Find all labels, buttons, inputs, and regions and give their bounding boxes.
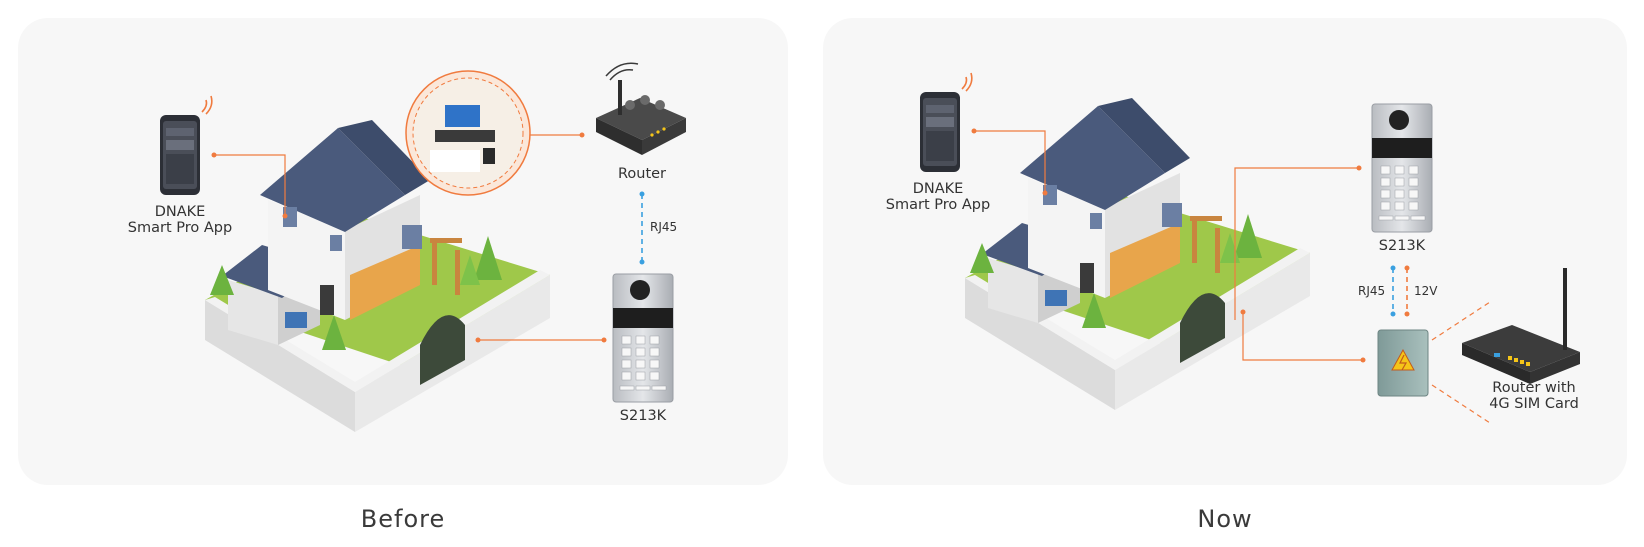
app-label-now-line2: Smart Pro App — [885, 197, 991, 213]
rj45-label-before: RJ45 — [650, 220, 678, 234]
phone-before — [160, 95, 213, 195]
app-label-before-line2: Smart Pro App — [127, 220, 233, 236]
router-label-before: Router — [617, 166, 667, 182]
house-before — [205, 120, 550, 432]
app-label-before-line1: DNAKE — [154, 204, 206, 220]
power-box-now — [1377, 329, 1429, 397]
router-4g-now — [1431, 268, 1580, 424]
app-label-before: DNAKE Smart Pro App — [120, 204, 240, 236]
station-label-before: S213K — [619, 408, 667, 424]
connectors-before — [211, 132, 645, 343]
router-before — [596, 62, 686, 155]
router-4g-label-line2: 4G SIM Card — [1489, 396, 1579, 412]
door-station-before — [612, 273, 674, 403]
phone-now — [920, 72, 973, 172]
router-4g-label-line1: Router with — [1492, 380, 1576, 396]
connectors-now — [971, 128, 1410, 363]
router-4g-label-now: Router with 4G SIM Card — [1474, 380, 1594, 412]
station-label-now: S213K — [1378, 238, 1426, 254]
rj45-label-now: RJ45 — [1358, 284, 1386, 298]
caption-before: Before — [360, 505, 446, 533]
app-label-now-line1: DNAKE — [912, 181, 964, 197]
door-station-now — [1371, 103, 1433, 233]
house-now — [965, 98, 1310, 410]
12v-label-now: 12V — [1414, 284, 1438, 298]
caption-now: Now — [1197, 505, 1253, 533]
app-label-now: DNAKE Smart Pro App — [878, 181, 998, 213]
room-zoom-before — [405, 70, 531, 196]
